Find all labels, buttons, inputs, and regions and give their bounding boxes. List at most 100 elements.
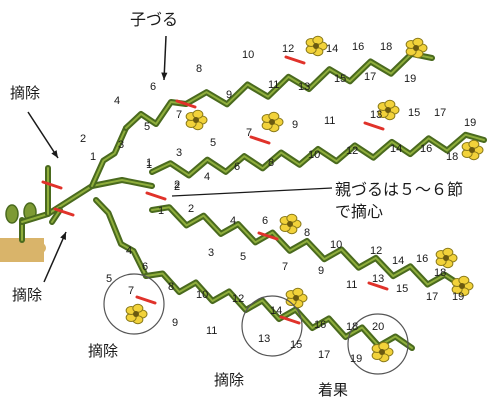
fruit-vine4-node20 — [371, 341, 394, 363]
arrow-tekijo-left — [43, 231, 67, 283]
node-number-vine2-9: 9 — [292, 119, 298, 131]
node-number-vine1-14: 14 — [326, 43, 338, 55]
node-number-vine2-1: 1 — [146, 157, 152, 169]
cut-mark-vine2-node7 — [249, 135, 271, 145]
arrow-kozuru-head — [161, 72, 168, 80]
node-number-vine1-18: 18 — [380, 41, 392, 53]
cut-mark-left-shoot — [53, 207, 75, 217]
node-number-vine3-15: 15 — [396, 283, 408, 295]
leader-oyazuru — [171, 187, 333, 197]
circle-removed-node14 — [241, 295, 303, 357]
flower-vine3-node18 — [451, 275, 474, 297]
node-number-vine2-16: 16 — [420, 143, 432, 155]
node-number-vine4-5: 5 — [106, 273, 112, 285]
cut-mark-vine1-node12 — [284, 55, 306, 65]
child-vine-1-upper-highlight — [185, 52, 433, 106]
node-number-vine2-3: 3 — [176, 147, 182, 159]
label-oyazuru-1: 親づるは５～６節 — [335, 180, 464, 199]
node-number-vine2-19: 19 — [464, 117, 476, 129]
node-number-vine3-2: 2 — [188, 203, 194, 215]
node-number-vine1-19: 19 — [404, 73, 416, 85]
flower-vine1-node18 — [405, 37, 428, 59]
node-number-vine2-13: 13 — [370, 109, 382, 121]
cut-mark-vine3-node6 — [257, 231, 279, 241]
node-number-vine4-15: 15 — [290, 339, 302, 351]
node-number-vine1-8: 8 — [196, 63, 202, 75]
node-number-vine3-13: 13 — [372, 273, 384, 285]
node-number-vine1-12: 12 — [282, 43, 294, 55]
node-number-main-2: 2 — [174, 181, 180, 193]
node-number-vine3-12: 12 — [370, 245, 382, 257]
node-number-vine4-12: 12 — [232, 293, 244, 305]
fruit-vine4-node7 — [125, 303, 148, 325]
node-number-vine2-2: 2 — [174, 179, 180, 191]
node-number-vine1-16: 16 — [352, 41, 364, 53]
cut-mark-vine3-node13 — [367, 281, 389, 291]
fruit-vine2-node19 — [461, 139, 484, 161]
node-number-vine4-6: 6 — [142, 261, 148, 273]
node-number-vine2-7: 7 — [246, 127, 252, 139]
node-number-vine3-18: 18 — [434, 267, 446, 279]
node-number-vine3-14: 14 — [392, 255, 404, 267]
node-number-vine1-5: 5 — [144, 121, 150, 133]
node-number-vine4-9: 9 — [172, 317, 178, 329]
cut-mark-vine4-node7 — [135, 295, 157, 305]
node-number-main-1: 1 — [146, 159, 152, 171]
label-tekijo-bottom1: 摘除 — [88, 342, 119, 360]
cut-mark-vine4-node14 — [279, 315, 301, 325]
flower-vine1-node12 — [305, 35, 328, 57]
node-number-vine4-13: 13 — [258, 333, 270, 345]
flower-vine2-node7 — [261, 111, 284, 133]
label-oyazuru-2: で摘心 — [335, 202, 384, 221]
child-vine-4-upper-highlight — [145, 272, 413, 349]
child-vine-1-mid-highlight — [125, 101, 187, 129]
node-number-vine1-2: 2 — [80, 133, 86, 145]
label-chakka: 着果 — [318, 381, 349, 397]
node-number-vine3-8: 8 — [304, 227, 310, 239]
node-number-vine2-10: 10 — [308, 149, 320, 161]
node-number-vine1-13: 13 — [298, 81, 310, 93]
node-number-vine1-15: 15 — [334, 73, 346, 85]
circle-removed-node7 — [103, 273, 165, 335]
parent-vine-highlight — [91, 179, 153, 187]
node-number-vine4-19: 19 — [350, 353, 362, 365]
child-vine-3-highlight — [151, 206, 463, 287]
node-number-vine2-14: 14 — [390, 143, 402, 155]
fruit-vine1-node7 — [185, 109, 208, 131]
node-number-vine2-6: 6 — [234, 161, 240, 173]
node-number-vine1-6: 6 — [150, 81, 156, 93]
node-number-vine3-9: 9 — [318, 265, 324, 277]
cut-mark-top-shoot — [41, 180, 63, 190]
node-number-vine3-16: 16 — [416, 253, 428, 265]
node-number-vine3-5: 5 — [240, 251, 246, 263]
child-vine-1-lower-highlight — [91, 127, 127, 187]
node-number-vine3-17: 17 — [426, 291, 438, 303]
label-tekijo-left: 摘除 — [12, 286, 43, 304]
node-number-vine1-9: 9 — [226, 89, 232, 101]
node-number-vine4-16: 16 — [314, 319, 326, 331]
label-kozuru: 子づる — [130, 10, 179, 29]
node-number-vine4-8: 8 — [168, 281, 174, 293]
node-number-vine1-17: 17 — [364, 71, 376, 83]
node-number-vine1-7: 7 — [176, 109, 182, 121]
node-number-vine4-4: 4 — [126, 245, 132, 257]
node-number-vine3-19: 19 — [452, 291, 464, 303]
label-tekijo-top: 摘除 — [10, 84, 41, 102]
cut-mark-parent-vine — [145, 191, 167, 201]
node-number-vine4-7: 7 — [128, 285, 134, 297]
arrow-tekijo-top — [27, 111, 59, 159]
node-number-vine4-10: 10 — [196, 289, 208, 301]
flower-vine2-node13 — [377, 99, 400, 121]
arrow-tekijo-left-head — [60, 232, 66, 240]
main-stem-highlight — [21, 185, 93, 223]
node-number-vine3-10: 10 — [330, 239, 342, 251]
cut-mark-vine1-node7 — [175, 99, 197, 109]
node-number-vine2-8: 8 — [268, 157, 274, 169]
node-number-vine4-14: 14 — [270, 305, 282, 317]
child-vine-1-upper — [183, 50, 435, 108]
flower-vine3-node6 — [279, 213, 302, 235]
node-number-vine1-10: 10 — [242, 49, 254, 61]
arrow-tekijo-top-head — [51, 150, 58, 158]
node-number-vine1-3: 3 — [118, 139, 124, 151]
